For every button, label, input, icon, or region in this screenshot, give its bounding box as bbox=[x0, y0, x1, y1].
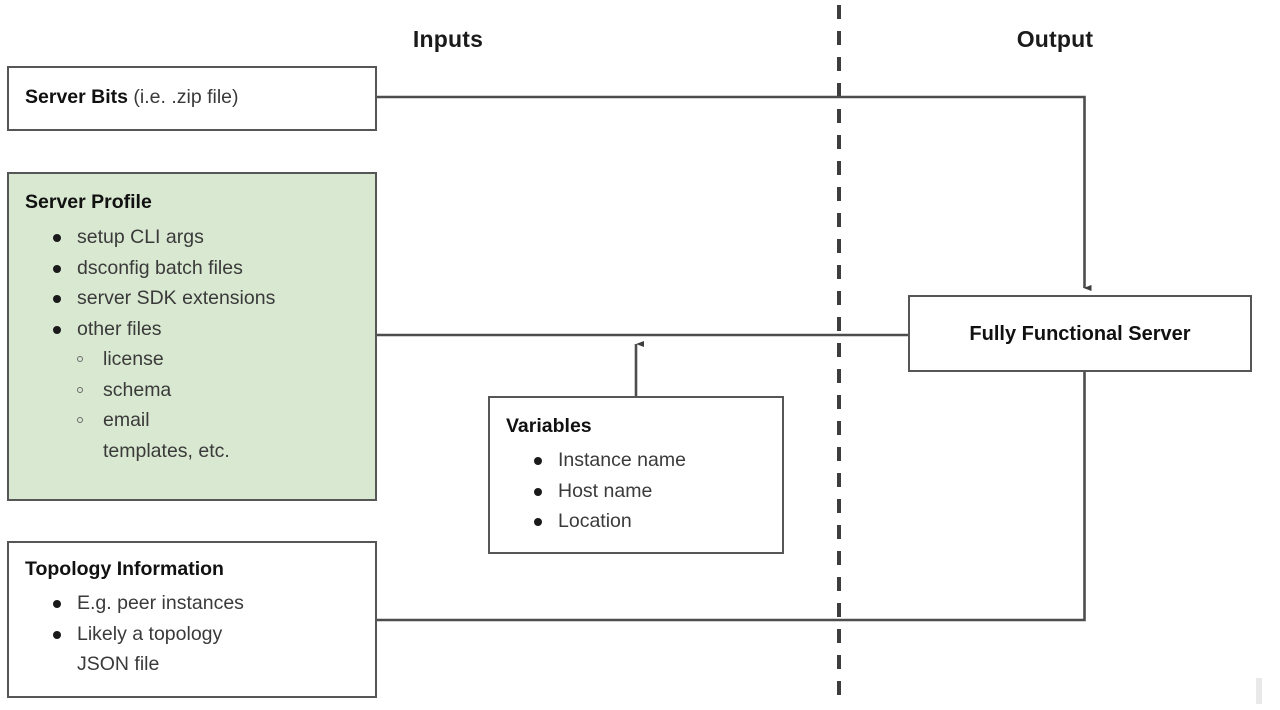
section-header-inputs: Inputs bbox=[412, 26, 484, 52]
topology-title: Topology Information bbox=[25, 558, 224, 580]
list-item-label: other files bbox=[77, 317, 162, 340]
list-item-label: server SDK extensions bbox=[77, 287, 276, 309]
server-bits-box[interactable]: Server Bits (i.e. .zip file) bbox=[7, 66, 377, 131]
list-item-label: Host name bbox=[558, 479, 653, 502]
sub-list-item: license bbox=[25, 344, 275, 375]
sub-list-item-label: email bbox=[103, 409, 150, 431]
server-profile-title: Server Profile bbox=[25, 191, 152, 213]
bullet-icon bbox=[53, 600, 61, 608]
bullet-icon bbox=[53, 264, 61, 273]
list-item-label: Likely a topology bbox=[77, 622, 223, 645]
fully-functional-server-label: Fully Functional Server bbox=[969, 323, 1191, 345]
list-item-continuation-label: JSON file bbox=[77, 653, 160, 675]
sub-list-item-label: license bbox=[103, 348, 164, 370]
bullet-icon bbox=[534, 487, 542, 496]
hollow-bullet-icon bbox=[77, 356, 83, 362]
server-profile-list: setup CLI args dsconfig batch files serv… bbox=[25, 222, 275, 466]
list-item: server SDK extensions bbox=[25, 283, 275, 314]
list-item: dsconfig batch files bbox=[25, 253, 275, 284]
list-item: E.g. peer instances bbox=[25, 588, 244, 619]
list-item: Host name bbox=[506, 476, 686, 507]
variables-list: Instance name Host name Location bbox=[506, 445, 686, 537]
sub-list-item-label: schema bbox=[103, 378, 172, 401]
bullet-icon bbox=[53, 234, 61, 242]
list-item-label: Instance name bbox=[558, 449, 686, 471]
bullet-icon bbox=[534, 518, 542, 526]
list-item: Location bbox=[506, 506, 686, 537]
bullet-icon bbox=[53, 325, 61, 334]
list-item-label: E.g. peer instances bbox=[77, 592, 244, 614]
server-profile-sub-list: license schema email templates, etc. bbox=[25, 344, 275, 466]
scrollbar-artifact bbox=[1256, 678, 1262, 704]
list-item: setup CLI args bbox=[25, 222, 275, 253]
variables-box[interactable]: Variables Instance name Host name Locati… bbox=[488, 396, 784, 554]
bullet-icon bbox=[53, 295, 61, 303]
bullet-icon bbox=[534, 457, 542, 465]
sub-list-item-continuation: templates, etc. bbox=[25, 436, 275, 467]
server-bits-title-note: (i.e. .zip file) bbox=[127, 86, 239, 108]
sub-list-item: email bbox=[25, 405, 275, 436]
list-item: Likely a topology bbox=[25, 619, 244, 650]
server-profile-box[interactable]: Server Profile setup CLI args dsconfig b… bbox=[7, 172, 377, 501]
list-item-continuation: JSON file bbox=[25, 649, 244, 680]
list-item-label: Location bbox=[558, 510, 632, 532]
list-item: other files license schema email bbox=[25, 314, 275, 467]
fully-functional-server-box[interactable]: Fully Functional Server bbox=[908, 295, 1252, 372]
section-header-output: Output bbox=[1016, 26, 1094, 52]
topology-list: E.g. peer instances Likely a topology JS… bbox=[25, 588, 244, 680]
topology-information-box[interactable]: Topology Information E.g. peer instances… bbox=[7, 541, 377, 698]
list-item-label: dsconfig batch files bbox=[77, 256, 243, 279]
list-item-label: setup CLI args bbox=[77, 226, 204, 248]
server-bits-title: Server Bits (i.e. .zip file) bbox=[25, 86, 239, 110]
server-bits-title-bold: Server Bits bbox=[25, 86, 128, 108]
hollow-bullet-icon bbox=[77, 417, 83, 423]
sub-list-item-continuation-label: templates, etc. bbox=[103, 439, 230, 462]
sub-list-item: schema bbox=[25, 375, 275, 406]
list-item: Instance name bbox=[506, 445, 686, 476]
bullet-icon bbox=[53, 630, 61, 639]
hollow-bullet-icon bbox=[77, 386, 83, 393]
connector-server-bits-to-output bbox=[377, 95, 1092, 291]
variables-title: Variables bbox=[506, 415, 592, 437]
